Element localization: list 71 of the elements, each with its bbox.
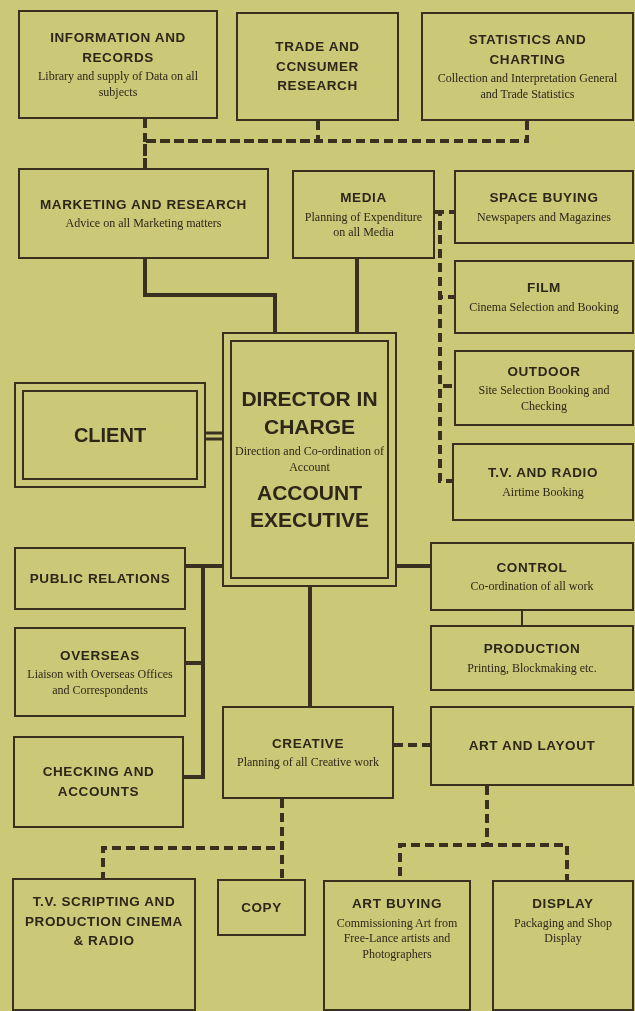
connector-line	[355, 259, 359, 332]
box-description: Cinema Selection and Booking	[469, 300, 619, 316]
box-heading: INFORMATION AND RECORDS	[49, 29, 187, 67]
box-heading: CHECKING AND ACCOUNTS	[41, 763, 156, 801]
box-heading: ART AND LAYOUT	[468, 737, 596, 756]
department-box	[454, 260, 634, 334]
box-description: Site Selection Booking and Checking	[477, 383, 611, 415]
department-box	[217, 879, 306, 936]
director-box	[222, 332, 397, 587]
department-box	[18, 168, 269, 259]
department-box	[236, 12, 399, 121]
department-box	[430, 542, 634, 611]
connector-line	[397, 564, 430, 568]
box-description: Planning of all Creative work	[237, 755, 379, 772]
box-heading: STATISTICS AND CHARTING	[467, 31, 588, 69]
box-description: Newspapers and Magazines	[477, 210, 611, 226]
department-box	[430, 706, 634, 786]
box-heading: PUBLIC RELATIONS	[29, 569, 171, 588]
dashed-connector-line	[394, 743, 430, 747]
box-heading: SPACE BUYING	[489, 189, 599, 208]
box-heading: MEDIA	[340, 189, 387, 208]
department-box	[452, 443, 634, 521]
department-box	[222, 706, 394, 799]
box-description: Direction and Co-ordination of Account	[234, 443, 385, 476]
box-heading: OVERSEAS	[60, 646, 140, 665]
department-box	[492, 880, 634, 1011]
dashed-connector-line	[485, 786, 569, 880]
box-description: Planning of Expenditure on all Media	[303, 209, 424, 241]
box-heading: ART BUYING	[352, 895, 442, 913]
box-description: Library and supply of Data on all subjects	[37, 69, 199, 101]
box-heading: FILM	[527, 279, 561, 298]
double-connector-line	[206, 431, 222, 441]
box-heading: T.V. AND RADIO	[487, 464, 599, 483]
box-heading: TRADE AND CCNSUMER RESEARCH	[274, 38, 361, 96]
dashed-connector-line	[435, 210, 452, 483]
box-heading: DISPLAY	[532, 895, 594, 913]
box-heading: CONTROL	[496, 558, 568, 577]
department-box	[323, 880, 471, 1011]
box-description: Collection and Interpretation General and Trade Statistics	[436, 71, 619, 103]
department-box	[14, 627, 186, 717]
box-description: Printing, Blockmaking etc.	[467, 661, 597, 677]
box-heading: CREATIVE	[271, 734, 345, 753]
box-description: Co-ordination of all work	[470, 579, 594, 596]
department-box	[292, 170, 435, 259]
department-box	[421, 12, 634, 121]
box-heading: MARKETING AND RESEARCH	[40, 195, 247, 214]
box-description: Liaison with Overseas Offices and Correspondents	[26, 667, 174, 699]
box-heading: PRODUCTION	[483, 640, 581, 659]
department-box	[12, 878, 196, 1011]
box-description: Airtime Booking	[502, 485, 584, 501]
department-box	[454, 350, 634, 426]
connector-line	[143, 259, 277, 332]
box-heading: CLIENT	[73, 423, 147, 447]
box-heading: ACCOUNT EXECUTIVE	[249, 480, 370, 534]
client-box	[14, 382, 206, 488]
box-description: Commissioning Art from Free-Lance artists and Photographers	[335, 915, 459, 963]
connector-line	[521, 610, 523, 626]
box-description: Packaging and Shop Display	[513, 915, 613, 947]
department-box	[18, 10, 218, 119]
dashed-connector-line	[280, 799, 284, 879]
department-box	[14, 547, 186, 610]
box-heading: OUTDOOR	[507, 362, 581, 381]
box-heading: COPY	[241, 898, 282, 917]
connector-line	[308, 587, 312, 706]
department-box	[430, 625, 634, 691]
dashed-connector-line	[143, 121, 529, 168]
box-heading: DIRECTOR IN CHARGE	[240, 386, 379, 440]
department-box	[454, 170, 634, 244]
department-box	[13, 736, 184, 828]
box-heading: T.V. SCRIPTING AND PRODUCTION CINEMA & RADIO	[24, 893, 184, 951]
box-description: Advice on all Marketing matters	[65, 216, 222, 233]
